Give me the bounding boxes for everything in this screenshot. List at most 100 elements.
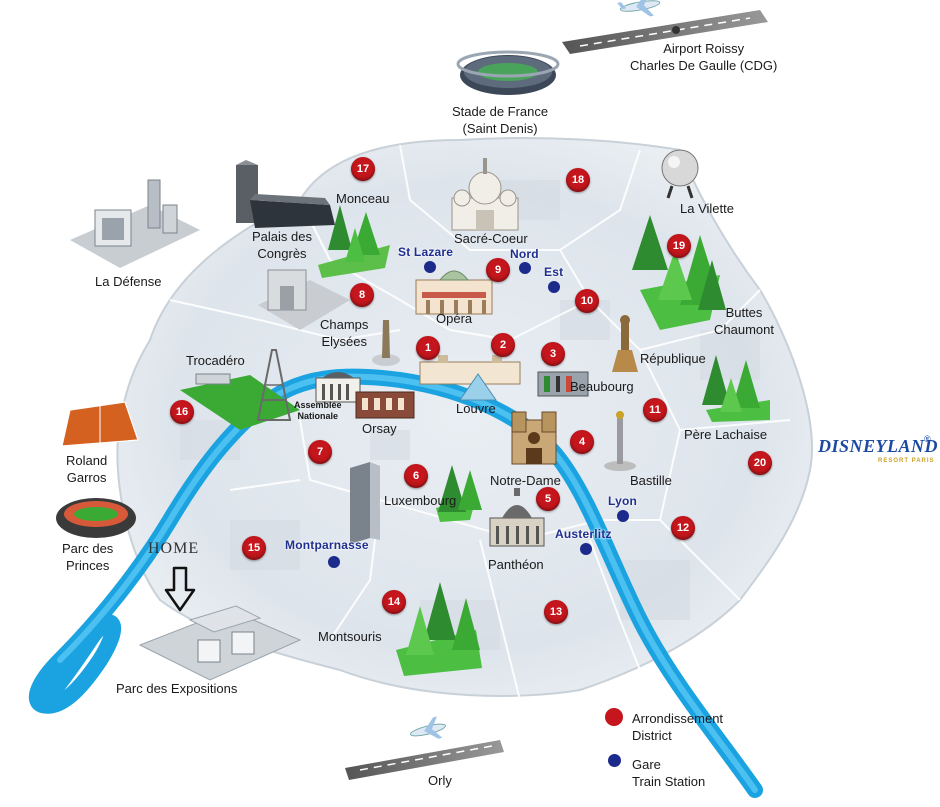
district-marker-7: 7 bbox=[308, 440, 332, 464]
district-marker-18: 18 bbox=[566, 168, 590, 192]
label-montsouris: Montsouris bbox=[318, 629, 382, 644]
district-marker-4: 4 bbox=[570, 430, 594, 454]
label-airport-cdg: Airport Roissy Charles De Gaulle (CDG) bbox=[630, 41, 778, 73]
district-marker-9: 9 bbox=[486, 258, 510, 282]
label-notre-dame: Notre-Dame bbox=[490, 473, 561, 488]
label-orly: Orly bbox=[428, 773, 452, 788]
louvre-icon bbox=[419, 355, 521, 401]
parc-des-princes-icon bbox=[56, 498, 136, 538]
legend-station-label: Gare Train Station bbox=[632, 757, 706, 789]
pantheon-icon bbox=[489, 488, 545, 547]
district-marker-15: 15 bbox=[242, 536, 266, 560]
notre-dame-icon bbox=[511, 411, 557, 465]
district-marker-10: 10 bbox=[575, 289, 599, 313]
station-label-nord: Nord bbox=[510, 247, 539, 261]
legend-district-label: Arrondissement District bbox=[632, 711, 724, 743]
disneyland-logo: DISNEYLAND bbox=[818, 436, 939, 456]
label-opera: Opéra bbox=[436, 311, 473, 326]
label-assemblee: Assemblée Nationale bbox=[294, 400, 342, 421]
label-bastille: Bastille bbox=[630, 473, 672, 488]
label-la-defense: La Défense bbox=[95, 274, 162, 289]
district-marker-2: 2 bbox=[491, 333, 515, 357]
district-marker-6: 6 bbox=[404, 464, 428, 488]
legend-district-marker bbox=[605, 708, 623, 726]
montparnasse-tower-icon bbox=[350, 462, 380, 544]
luxembourg-park-icon bbox=[436, 465, 482, 522]
label-palais-congres: Palais des Congrès bbox=[252, 229, 312, 261]
label-sacre-coeur: Sacré-Coeur bbox=[454, 231, 528, 246]
buttes-chaumont-park-icon bbox=[632, 215, 726, 330]
assemblee-nationale-icon bbox=[315, 372, 361, 403]
district-marker-14: 14 bbox=[382, 590, 406, 614]
district-marker-19: 19 bbox=[667, 234, 691, 258]
arc-de-triomphe-icon bbox=[258, 269, 350, 330]
station-label-montparnasse: Montparnasse bbox=[285, 538, 369, 552]
label-trocadero: Trocadéro bbox=[186, 353, 245, 368]
station-marker-austerlitz bbox=[580, 543, 592, 555]
orly-runway-icon bbox=[345, 716, 504, 780]
label-la-vilette: La Vilette bbox=[680, 201, 734, 216]
station-marker-st-lazare bbox=[424, 261, 436, 273]
station-label-lyon: Lyon bbox=[608, 494, 638, 508]
label-stade-de-france: Stade de France (Saint Denis) bbox=[452, 104, 549, 136]
label-roland-garros: Roland Garros bbox=[66, 453, 108, 485]
district-marker-13: 13 bbox=[544, 600, 568, 624]
parc-expositions-icon bbox=[138, 605, 302, 681]
disneyland-registered-mark: ® bbox=[924, 434, 931, 444]
district-marker-8: 8 bbox=[350, 283, 374, 307]
geode-icon bbox=[661, 149, 699, 199]
republique-statue-icon bbox=[612, 315, 638, 372]
station-marker-montparnasse bbox=[328, 556, 340, 568]
disneyland-subtitle: RESORT PARIS bbox=[878, 458, 935, 464]
district-marker-1: 1 bbox=[416, 336, 440, 360]
eiffel-tower-icon bbox=[256, 349, 292, 421]
district-marker-11: 11 bbox=[643, 398, 667, 422]
district-marker-5: 5 bbox=[536, 487, 560, 511]
station-label-st-lazare: St Lazare bbox=[398, 245, 454, 259]
beaubourg-icon bbox=[537, 371, 589, 397]
station-marker-lyon bbox=[617, 510, 629, 522]
district-marker-20: 20 bbox=[748, 451, 772, 475]
label-orsay: Orsay bbox=[362, 421, 397, 436]
opera-icon bbox=[415, 270, 493, 315]
label-parc-princes: Parc des Princes bbox=[62, 541, 114, 573]
label-pantheon: Panthéon bbox=[488, 557, 544, 572]
label-luxembourg: Luxembourg bbox=[384, 493, 457, 508]
label-home: HOME bbox=[148, 540, 200, 557]
montsouris-park-icon bbox=[396, 582, 482, 676]
cdg-runway-icon bbox=[562, 0, 768, 54]
home-arrow-icon bbox=[164, 566, 196, 612]
label-monceau: Monceau bbox=[336, 191, 390, 206]
district-marker-3: 3 bbox=[541, 342, 565, 366]
label-champs-elysees: Champs Elysées bbox=[320, 317, 369, 349]
station-marker-nord bbox=[519, 262, 531, 274]
sacre-coeur-icon bbox=[451, 158, 519, 231]
palais-congres-icon bbox=[236, 160, 335, 228]
bastille-column-icon bbox=[604, 411, 636, 471]
legend-station-marker bbox=[608, 754, 621, 767]
district-marker-16: 16 bbox=[170, 400, 194, 424]
district-marker-12: 12 bbox=[671, 516, 695, 540]
label-republique: République bbox=[640, 351, 706, 366]
station-label-est: Est bbox=[544, 265, 564, 279]
label-louvre: Louvre bbox=[456, 401, 496, 416]
concorde-obelisk-icon bbox=[372, 320, 400, 366]
trocadero-park-icon bbox=[180, 373, 300, 430]
station-marker-est bbox=[548, 281, 560, 293]
station-label-austerlitz: Austerlitz bbox=[555, 527, 612, 541]
district-marker-17: 17 bbox=[351, 157, 375, 181]
label-beaubourg: Beaubourg bbox=[570, 379, 634, 394]
roland-garros-icon bbox=[61, 401, 139, 447]
la-defense-icon bbox=[70, 179, 200, 268]
label-buttes-chaumont: Buttes Chaumont bbox=[714, 305, 774, 337]
stadium-icon bbox=[456, 50, 560, 95]
district-borders bbox=[169, 144, 791, 701]
pere-lachaise-park-icon bbox=[702, 355, 770, 422]
monceau-park-icon bbox=[318, 205, 390, 278]
label-pere-lachaise: Père Lachaise bbox=[684, 427, 768, 442]
seine-river-inner bbox=[57, 373, 758, 793]
orsay-icon bbox=[355, 391, 415, 419]
label-parc-expositions: Parc des Expositions bbox=[116, 681, 238, 696]
